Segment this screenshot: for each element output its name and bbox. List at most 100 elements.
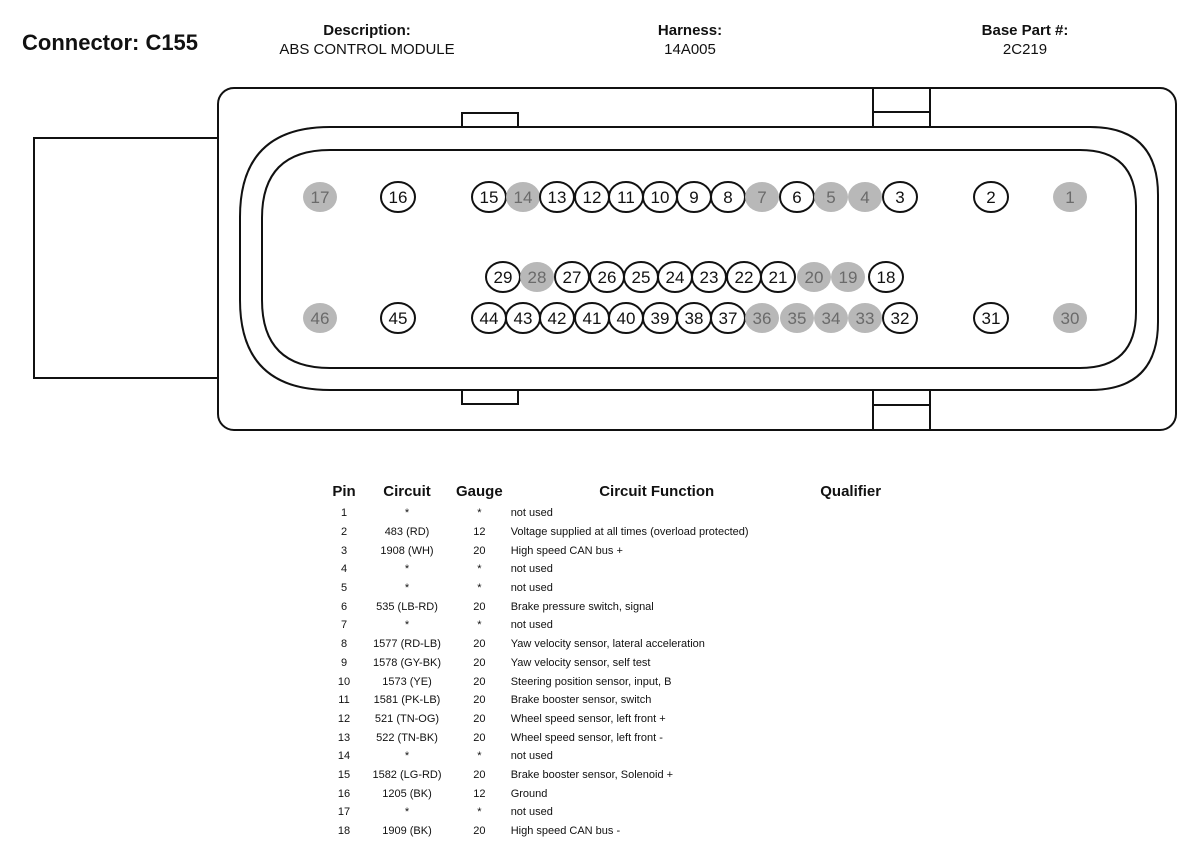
pin-5-label: 5 [826,188,835,207]
pin-12-label: 12 [583,188,602,207]
pin-cell: 14 [337,750,351,763]
qualifier-cell [807,747,895,766]
pin-15-label: 15 [480,188,499,207]
pin-23-label: 23 [700,268,719,287]
pin-cell: 10 [337,675,351,688]
pin-17-label: 17 [311,188,330,207]
pin-17-circle [303,182,337,212]
gauge-cell: 20 [473,825,486,838]
header-gauge: Gauge [456,482,503,500]
qualifier-cell [807,803,895,822]
pin-46-circle [303,303,337,333]
harness-value: 14A005 [664,41,716,58]
qualifier-cell [807,597,895,616]
pin-cell: 18 [337,825,351,838]
base-part-block: Base Part #: 2C219 [950,22,1100,58]
pin-cell: 9 [340,656,348,669]
function-cell: Ground [510,787,548,800]
bottom-latch-right [872,390,931,430]
qualifier-cell [807,710,895,729]
function-cell: Wheel speed sensor, left front + [510,712,666,725]
table-row: 7**not used [326,616,895,635]
pin-2-circle [973,181,1009,213]
connector-title: Connector: C155 [22,30,199,55]
qualifier-cell [807,560,895,579]
pin-cell: 8 [340,638,348,651]
pin-14-label: 14 [514,188,533,207]
connector-side-tab [33,137,218,379]
pin-34-label: 34 [822,309,841,328]
pin-cell: 3 [340,544,348,557]
pin-16-label: 16 [389,188,408,207]
harness-label: Harness: [657,22,723,39]
qualifier-cell [807,822,895,841]
circuit-cell: 535 (LB-RD) [376,600,438,613]
pin-4-label: 4 [860,188,869,207]
pin-1-label: 1 [1065,188,1074,207]
header-circuit-function: Circuit Function [599,482,715,500]
function-cell: Brake booster sensor, Solenoid + [510,768,674,781]
gauge-cell: 20 [473,600,486,613]
function-cell: Wheel speed sensor, left front - [510,731,663,744]
pin-2-label: 2 [986,188,995,207]
gauge-cell: 20 [473,656,486,669]
bottom-latch-left [461,390,519,405]
function-cell: Steering position sensor, input, B [510,675,672,688]
circuit-cell: 522 (TN-BK) [376,731,438,744]
circuit-cell: 521 (TN-OG) [374,712,440,725]
circuit-cell: * [404,806,410,819]
pin-46-label: 46 [311,309,330,328]
pin-cell: 5 [340,582,348,595]
pin-3-circle [882,181,918,213]
gauge-cell: * [477,806,482,819]
qualifier-cell [807,691,895,710]
circuit-cell: 1581 (PK-LB) [373,694,441,707]
function-cell: not used [510,507,553,520]
function-cell: not used [510,750,553,763]
function-cell: not used [510,619,553,632]
function-cell: Brake booster sensor, switch [510,694,652,707]
gauge-cell: * [477,507,482,520]
connector-housing [217,87,1177,431]
table-row: 5**not used [326,579,895,598]
circuit-cell: * [404,507,410,520]
pin-37-label: 37 [719,309,738,328]
pin-27-label: 27 [563,268,582,287]
pin-cell: 4 [340,563,348,576]
circuit-cell: 1577 (RD-LB) [373,638,441,651]
pin-18-label: 18 [877,268,896,287]
pin-19-label: 19 [839,268,858,287]
gauge-cell: 20 [473,712,486,725]
function-cell: Yaw velocity sensor, self test [510,656,651,669]
table-row: 12 521 (TN-OG) 20 Wheel speed sensor, left … [326,710,895,729]
pin-cell: 2 [340,526,348,539]
header-qualifier: Qualifier [820,482,882,500]
gauge-cell: 20 [473,731,486,744]
top-latch-left [461,112,519,127]
pin-36-circle [745,303,779,333]
pin-24-label: 24 [666,268,685,287]
seal-outer [239,126,1159,391]
function-cell: not used [510,582,553,595]
qualifier-cell [807,766,895,785]
description-block: Description: ABS CONTROL MODULE [262,22,472,58]
circuit-cell: 1908 (WH) [380,544,434,557]
gauge-cell: 12 [473,787,486,800]
pin-26-label: 26 [598,268,617,287]
pin-cell: 17 [337,806,351,819]
pin-4-circle [848,182,882,212]
pin-cell: 12 [337,712,351,725]
circuit-cell: * [404,619,410,632]
table-row: 14**not used [326,747,895,766]
function-cell: not used [510,806,553,819]
pin-28-circle [520,262,554,292]
pin-14-circle [506,182,540,212]
circuit-cell: 483 (RD) [384,526,430,539]
pin-21-circle [760,261,796,293]
pin-35-label: 35 [788,309,807,328]
